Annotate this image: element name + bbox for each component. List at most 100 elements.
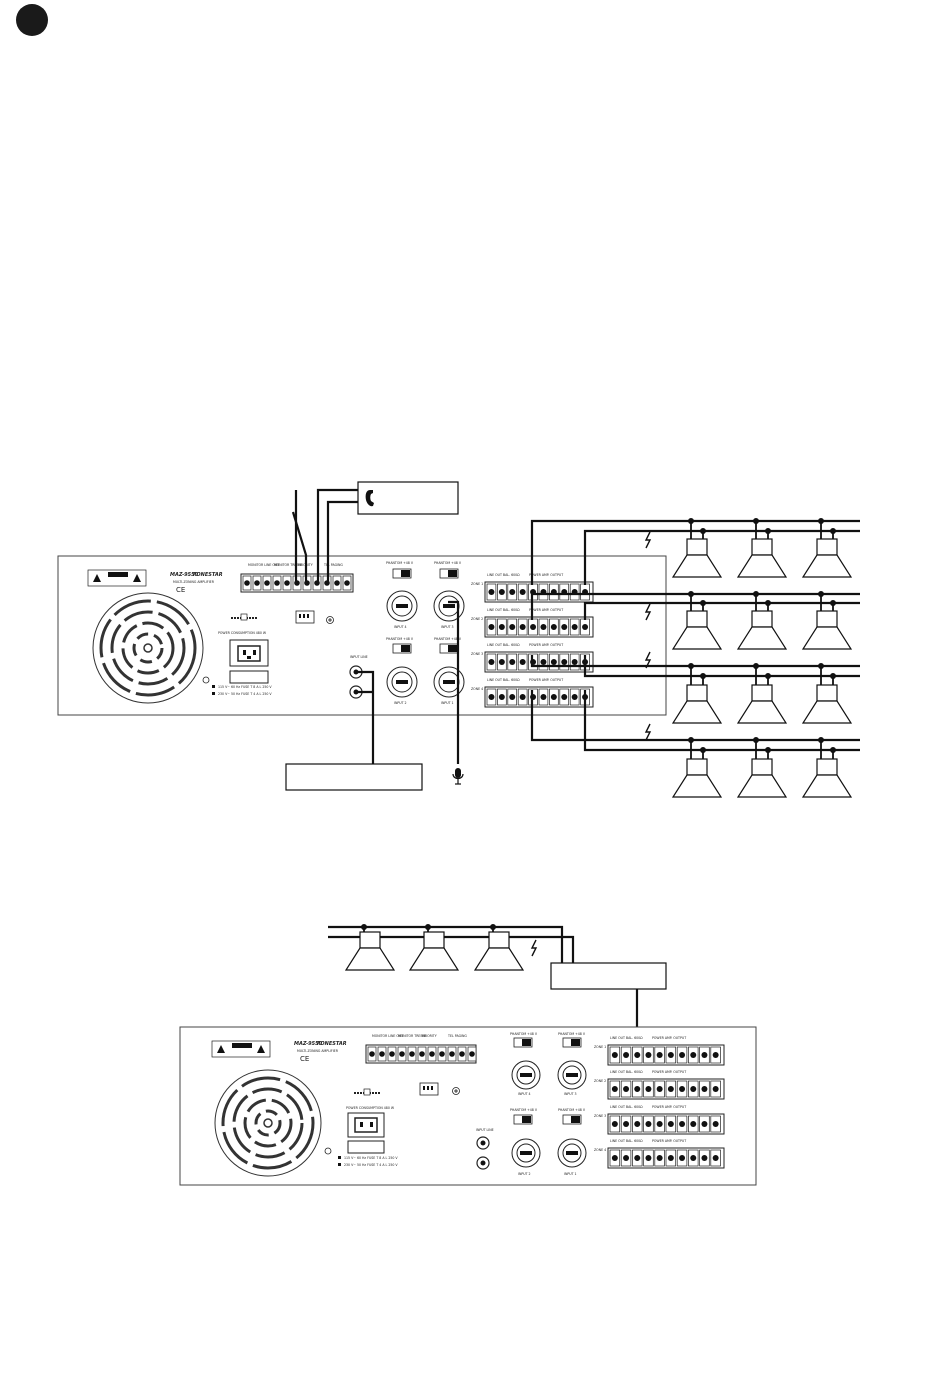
screw-terminal <box>665 1046 677 1064</box>
screw-terminal <box>538 653 549 671</box>
screw-terminal <box>699 1115 710 1133</box>
amp-out-label: POWER AMP. OUTPUT <box>652 1036 686 1040</box>
svg-text:PHANTOM +48 V: PHANTOM +48 V <box>434 561 462 565</box>
amplifier-subtitle: MULTI-ZONING AMPLIFIER <box>173 580 215 584</box>
screw-terminal <box>688 1149 699 1167</box>
screw-terminal <box>538 688 549 706</box>
horn-speaker-icon <box>473 924 525 971</box>
screw-terminal <box>569 583 580 601</box>
svg-text:PHANTOM +48 V: PHANTOM +48 V <box>558 1108 586 1112</box>
ground-screw <box>202 676 210 684</box>
zone-label: ZONE 2 <box>471 617 483 621</box>
svg-text:INPUT 1: INPUT 1 <box>441 701 454 705</box>
horn-speaker-icon <box>671 737 723 798</box>
horn-speaker-icon <box>671 518 723 578</box>
screw-terminal <box>342 575 352 591</box>
amp-out-label: POWER AMP. OUTPUT <box>652 1070 686 1074</box>
zone-label: ZONE 2 <box>594 1079 606 1083</box>
ground-screw <box>324 1147 332 1155</box>
volume-knob <box>326 616 334 624</box>
line-out-label: LINE OUT BAL. 600Ω <box>610 1070 643 1074</box>
screw-terminal <box>665 1149 677 1167</box>
amp-out-label: POWER AMP. OUTPUT <box>529 678 563 682</box>
amp-out-label: POWER AMP. OUTPUT <box>529 643 563 647</box>
control-terminal-strip: MONITOR LINE OUT MONITOR TREBLE PRIORITY… <box>365 1034 477 1064</box>
screw-terminal <box>507 583 518 601</box>
ce-mark: CE <box>300 1055 309 1063</box>
screw-terminal <box>486 688 497 706</box>
horn-speaker-icon <box>408 924 460 971</box>
screw-terminal <box>387 1046 397 1062</box>
audio-source-box <box>285 763 423 791</box>
diagram-zone-installation: MAZ-9550 FONESTAR MULTI-ZONING AMPLIFIER… <box>57 481 860 798</box>
screw-terminal <box>699 1149 710 1167</box>
screw-terminal <box>507 618 518 636</box>
wiring <box>291 488 860 764</box>
screw-terminal <box>559 688 570 706</box>
screw-terminal <box>427 1046 437 1062</box>
screw-terminal <box>620 1046 632 1064</box>
dip-switch <box>419 1082 439 1096</box>
screw-terminal <box>569 653 580 671</box>
screw-terminal <box>242 575 252 591</box>
diagram-line-output-installation: MAZ-9550 FONESTAR MULTI-ZONING AMPLIFIER… <box>179 924 757 1186</box>
line-out-label: LINE OUT BAL. 600Ω <box>610 1139 643 1143</box>
screw-terminal <box>632 1046 643 1064</box>
screw-terminal <box>676 1046 688 1064</box>
xlr-combo-input <box>557 1138 587 1168</box>
screw-terminal <box>417 1046 427 1062</box>
svg-text:POWER CONSUMPTION 480 W: POWER CONSUMPTION 480 W <box>218 631 267 635</box>
screw-terminal <box>620 1149 632 1167</box>
svg-text:INPUT 3: INPUT 3 <box>441 625 454 629</box>
screw-terminal <box>676 1149 688 1167</box>
xlr-combo-input <box>433 666 465 698</box>
screw-terminal <box>272 575 282 591</box>
screw-terminal <box>609 1115 621 1133</box>
svg-text:230 V~ 50 Hz FUSE T 4 A L 250: 230 V~ 50 Hz FUSE T 4 A L 250 V <box>344 1163 398 1167</box>
voltage-selector <box>354 1088 380 1096</box>
amplifier-rear-panel: MAZ-9550 FONESTAR MULTI-ZONING AMPLIFIER… <box>179 1026 757 1186</box>
amp-out-label: POWER AMP. OUTPUT <box>652 1139 686 1143</box>
screw-terminal <box>397 1046 407 1062</box>
screw-terminal <box>569 688 580 706</box>
svg-text:INPUT 2: INPUT 2 <box>518 1172 531 1176</box>
phantom-switch <box>392 643 412 654</box>
screw-terminal <box>549 688 559 706</box>
zone-label: ZONE 1 <box>471 582 483 586</box>
zone-label: ZONE 4 <box>471 687 483 691</box>
screw-terminal <box>654 1080 665 1098</box>
fuse-notes: 115 V~ 60 Hz FUSE T 8 A L 250 V 230 V~ 5… <box>338 1156 398 1167</box>
screw-terminal <box>559 653 570 671</box>
horn-speaker-icon <box>736 518 788 578</box>
screw-terminal <box>367 1046 377 1062</box>
phantom-switch <box>513 1114 533 1125</box>
screw-terminal <box>497 583 507 601</box>
screw-terminal <box>486 618 497 636</box>
screw-terminal <box>688 1080 699 1098</box>
power-inlet: POWER CONSUMPTION 480 W <box>218 631 269 684</box>
svg-text:INPUT 3: INPUT 3 <box>564 1092 577 1096</box>
screw-terminal <box>632 1080 643 1098</box>
svg-text:INPUT 4: INPUT 4 <box>394 625 407 629</box>
horn-speaker-icon <box>736 663 788 724</box>
screw-terminal <box>654 1046 665 1064</box>
screw-terminal <box>609 1046 621 1064</box>
svg-text:MONITOR TREBLE: MONITOR TREBLE <box>274 563 302 567</box>
xlr-combo-input <box>386 666 418 698</box>
horn-speaker-icon <box>736 737 788 798</box>
line-out-label: LINE OUT BAL. 600Ω <box>487 678 520 682</box>
screw-terminal <box>517 688 528 706</box>
horn-speaker-icon <box>801 737 853 798</box>
screw-terminal <box>710 1149 721 1167</box>
svg-text:INPUT LINE: INPUT LINE <box>476 1128 494 1132</box>
amplifier-brand: FONESTAR <box>193 572 223 578</box>
svg-text:PHANTOM +48 V: PHANTOM +48 V <box>510 1032 538 1036</box>
svg-text:PHANTOM +48 V: PHANTOM +48 V <box>434 637 462 641</box>
svg-text:INPUT 1: INPUT 1 <box>564 1172 577 1176</box>
lightning-bolt-icon <box>644 603 652 621</box>
screw-terminal <box>467 1046 477 1062</box>
telephone-icon <box>365 490 374 507</box>
screw-terminal <box>549 583 559 601</box>
screw-terminal <box>507 688 518 706</box>
